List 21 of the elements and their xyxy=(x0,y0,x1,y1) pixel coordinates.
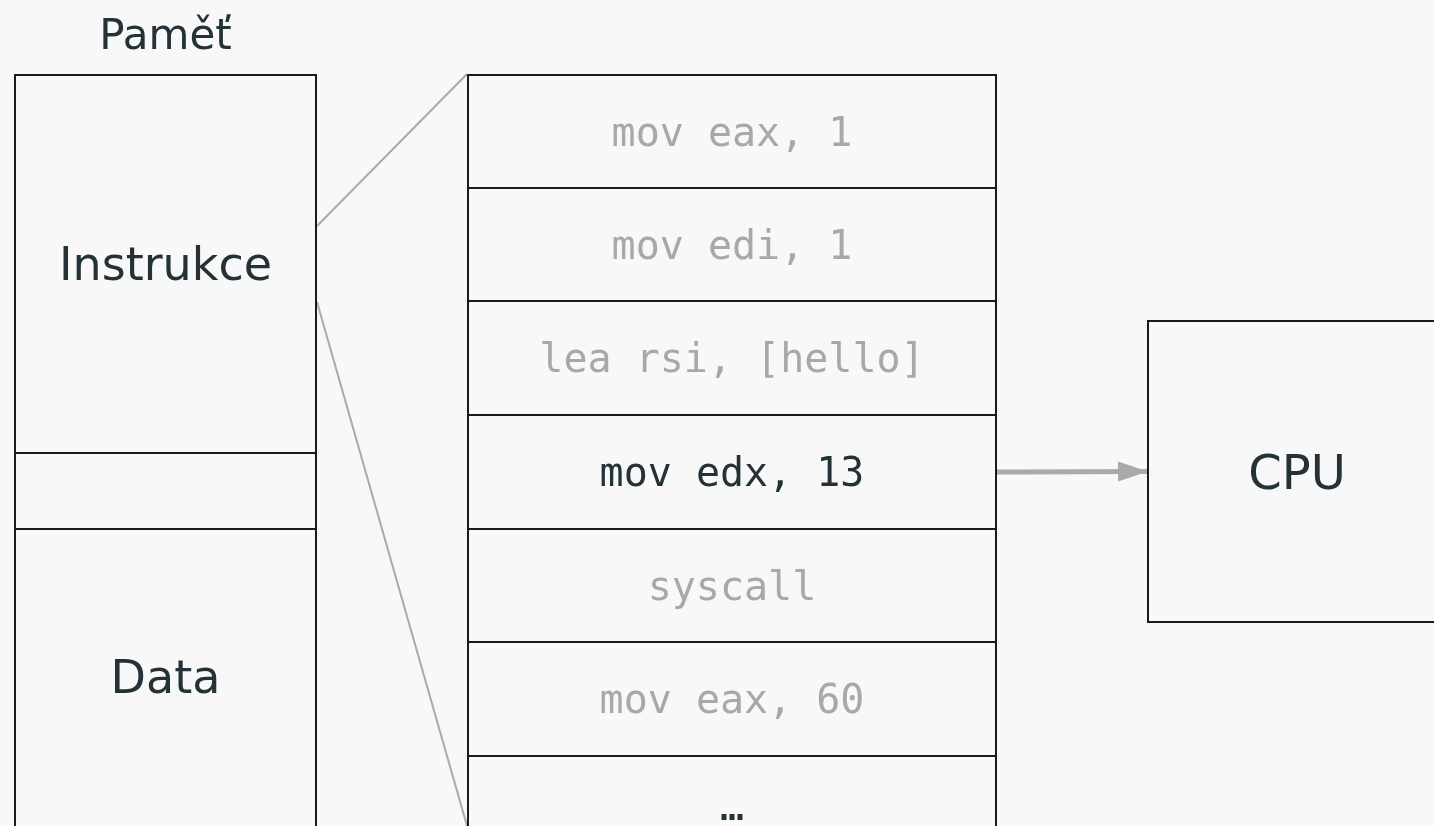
code-text: … xyxy=(719,783,745,826)
text-box xyxy=(467,74,997,189)
text-box xyxy=(467,414,997,530)
code-text: syscall xyxy=(647,562,817,609)
text-box xyxy=(467,187,997,302)
heading: Paměť xyxy=(98,10,233,59)
code-text: lea rsi, [hello] xyxy=(539,335,925,381)
code-text: mov eax, 60 xyxy=(599,676,865,722)
text-box xyxy=(467,300,997,416)
text-box xyxy=(467,528,997,643)
label: Data xyxy=(110,650,221,704)
code-text: mov eax, 1 xyxy=(611,108,853,155)
text-box xyxy=(1147,320,1434,623)
arrow xyxy=(997,461,1148,482)
zoom-line xyxy=(316,73,468,227)
label: Instrukce xyxy=(59,237,272,291)
zoom-line xyxy=(316,301,468,826)
label: CPU xyxy=(1248,443,1346,500)
text-box xyxy=(467,641,997,757)
code-text: mov edi, 1 xyxy=(611,221,853,268)
code-text: mov edx, 13 xyxy=(599,449,865,495)
